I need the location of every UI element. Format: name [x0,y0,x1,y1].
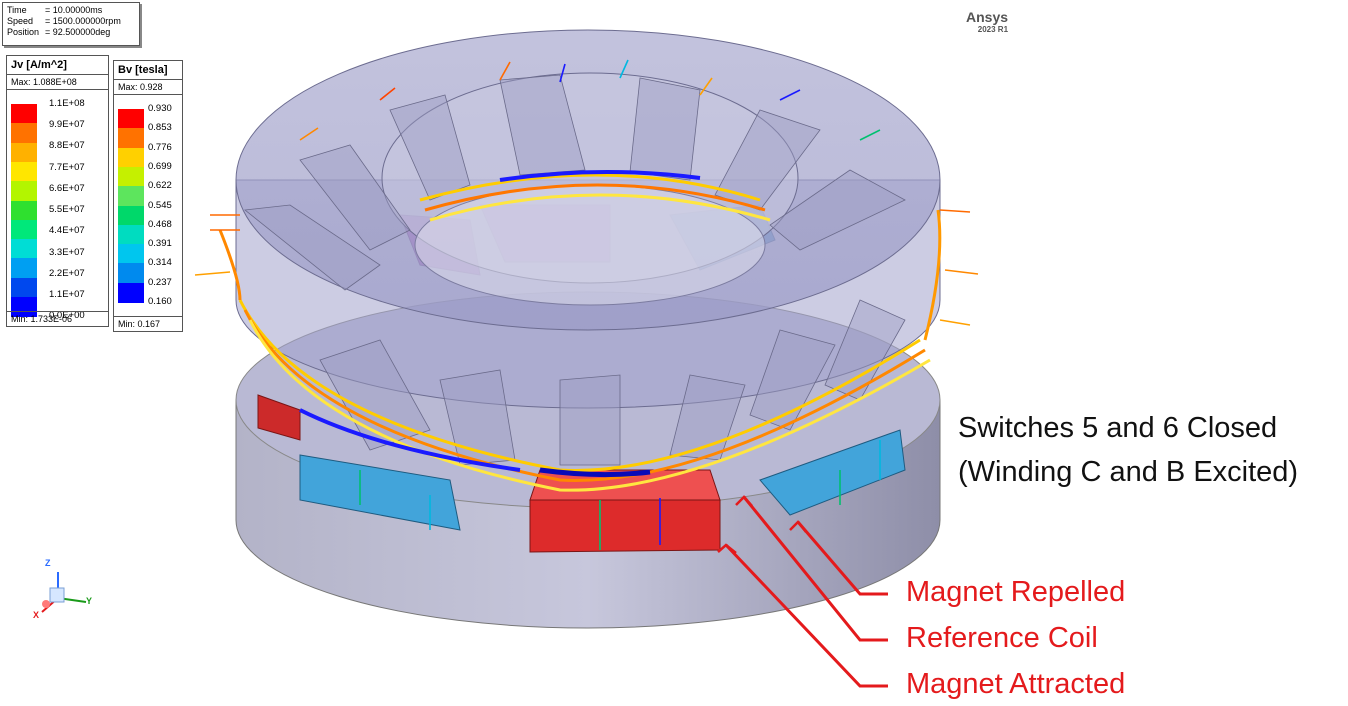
legend-bv-tick-label: 0.853 [148,122,172,134]
legend-jv-color-swatch [11,219,37,240]
legend-bv-color-swatch [118,224,144,245]
legend-jv-color-swatch [11,297,37,317]
legend-bv-tick-label: 0.314 [148,257,172,269]
legend-bv-tick-label: 0.468 [148,218,172,230]
legend-jv-color-swatch [11,258,37,279]
legend-jv-tick-label: 7.7E+07 [49,161,85,173]
legend-bv-tick-label: 0.545 [148,199,172,211]
stator-teeth [243,74,906,466]
label-magnet-attracted: Magnet Attracted [906,668,1126,700]
legend-jv-color-swatch [11,200,37,221]
legend-bv-min: Min: 0.167 [114,316,182,331]
axis-label-y: Y [86,596,93,606]
legend-jv-color-swatch [11,161,37,182]
legend-jv-title: Jv [A/m^2] [7,56,108,75]
legend-jv-tick-label: 0.0E+00 [49,310,85,322]
axis-label-z: Z [45,558,51,568]
position-value: = 92.500000deg [45,27,111,37]
legend-jv-tick-label: 1.1E+07 [49,289,85,301]
legend-jv-min: Min: 1.733E-06 [7,311,108,326]
time-value: = 10.00000ms [45,5,103,15]
legend-jv-tick-label: 3.3E+07 [49,246,85,258]
legend-jv-tick-label: 1.1E+08 [49,98,85,109]
legend-bv-color-swatch [118,128,144,149]
legend-jv-color-swatch [11,123,37,144]
legend-bv-color-swatch [118,244,144,265]
time-label: Time [7,5,27,15]
caption-line-2: (Winding C and B Excited) [958,456,1299,488]
legend-jv-tick-label: 5.5E+07 [49,204,85,216]
legend-bv-tick-label: 0.699 [148,160,172,172]
legend-jv-color-swatch [11,181,37,202]
legend-jv-color-swatch [11,239,37,260]
legend-jv-max: Max: 1.088E+08 [7,75,108,90]
flux-bands [218,169,942,492]
legend-jv-tick-label: 2.2E+07 [49,267,85,279]
legend-bv-color-swatch [118,186,144,207]
legend-jv-tick-label: 8.8E+07 [49,140,85,152]
legend-bv-max: Max: 0.928 [114,80,182,95]
brand-version: 2023 R1 [977,25,1009,34]
legend-jv-color-swatch [11,104,37,124]
legend-bv-color-swatch [118,166,144,187]
legend-current-density[interactable]: Jv [A/m^2] Max: 1.088E+08 1.1E+08 9.9E+07… [6,55,109,327]
stator-cylinder [235,29,941,409]
legend-bv-tick-label: 0.622 [148,180,172,192]
legend-jv-tick-label: 4.4E+07 [49,225,85,237]
legend-bv-tick-label: 0.391 [148,238,172,250]
legend-bv-color-swatch [118,147,144,168]
legend-bv-color-swatch [118,205,144,226]
legend-bv-tick-label: 0.237 [148,276,172,288]
legend-bv-color-swatch [118,282,144,303]
legend-bv-color-swatch [118,109,144,129]
speed-value: = 1500.000000rpm [45,16,121,26]
axis-label-x: X [33,610,40,620]
legend-jv-tick-label: 9.9E+07 [49,119,85,131]
field-vectors [194,59,979,550]
legend-bv-title: Bv [tesla] [114,61,182,80]
legend-jv-color-swatch [11,142,37,163]
legend-bv-tick-label: 0.930 [148,103,172,114]
speed-label: Speed [7,16,34,26]
legend-bv-tick-label: 0.776 [148,141,172,153]
legend-bv-color-swatch [118,263,144,284]
legend-bv-tick-label: 0.160 [148,296,172,307]
caption-line-1: Switches 5 and 6 Closed [958,412,1278,444]
label-reference-coil: Reference Coil [906,622,1098,654]
position-label: Position [7,27,40,37]
ansys-logo: Ansys 2023 R1 [966,10,1008,34]
brand-name: Ansys [966,9,1009,25]
simulation-info-box: Time = 10.00000ms Speed = 1500.000000rpm P… [2,2,140,46]
label-magnet-repelled: Magnet Repelled [906,576,1126,608]
legend-jv-color-swatch [11,277,37,298]
legend-flux-density[interactable]: Bv [tesla] Max: 0.928 0.930 0.853 0.776 0.6… [113,60,183,332]
annotation-leaders [717,495,888,688]
legend-jv-tick-label: 6.6E+07 [49,182,85,194]
axis-triad[interactable] [41,572,87,613]
